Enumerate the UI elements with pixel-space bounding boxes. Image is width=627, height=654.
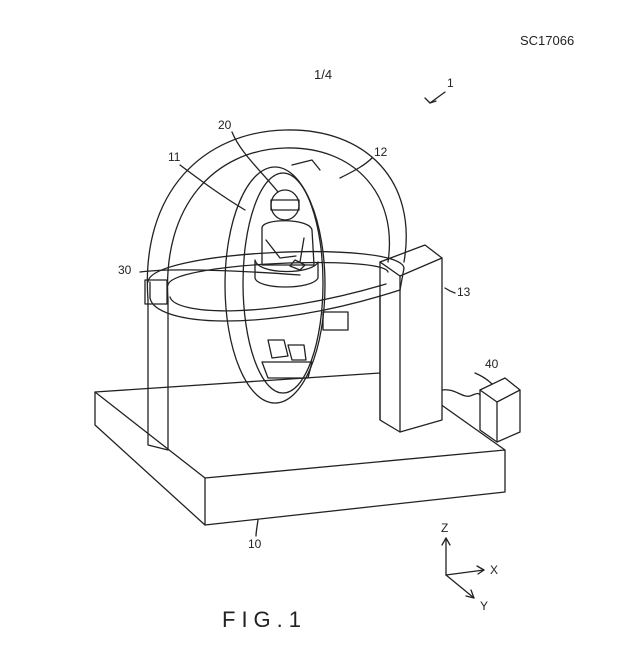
label-20: 20	[218, 118, 232, 132]
label-1: 1	[447, 76, 454, 90]
document-id: SC17066	[520, 33, 575, 48]
seat-and-user	[254, 189, 319, 379]
figure-caption: FIG.1	[222, 607, 308, 632]
label-11: 11	[168, 150, 181, 164]
label-12: 12	[374, 145, 388, 159]
axis-indicator	[441, 537, 485, 599]
axis-z-label: Z	[441, 521, 449, 535]
outer-arch	[146, 129, 407, 451]
controller-box	[441, 377, 521, 443]
inner-ring	[224, 159, 326, 404]
leader-lines	[139, 91, 493, 537]
axis-y-label: Y	[480, 599, 489, 613]
base-platform	[94, 371, 506, 526]
sheet-number: 1/4	[314, 67, 333, 82]
tower-box	[379, 244, 443, 433]
middle-ring	[144, 250, 405, 331]
label-10: 10	[248, 537, 262, 551]
label-13: 13	[457, 285, 471, 299]
axis-x-label: X	[490, 563, 499, 577]
label-30: 30	[118, 263, 132, 277]
label-40: 40	[485, 357, 499, 371]
